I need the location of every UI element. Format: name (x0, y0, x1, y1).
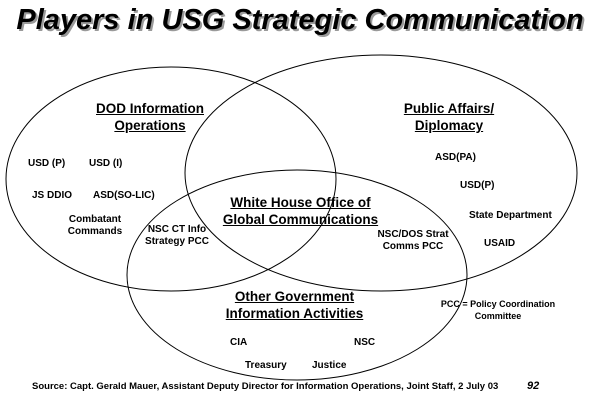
other-member-nsc: NSC (354, 337, 376, 348)
dod-member-combatant-commands: Combatant Commands (67, 214, 123, 237)
dod-member-asd-so-lic: ASD(SO-LIC) (93, 190, 155, 201)
center-overlap: White House Office of Global Communicati… (213, 194, 388, 228)
pa-member-state-department: State Department (469, 210, 552, 221)
source-citation: Source: Capt. Gerald Mauer, Assistant De… (32, 381, 499, 392)
dod-circle (5, 66, 337, 292)
dod-member-usd-i: USD (I) (89, 158, 123, 169)
pcc-footnote: PCC = Policy Coordination Committee (440, 299, 556, 321)
pa-member-usaid: USAID (484, 238, 516, 249)
other-member-cia: CIA (230, 337, 248, 348)
center-overlap-text: White House Office of Global Communicati… (222, 195, 379, 227)
public-affairs-heading-text: Public Affairs/ Diplomacy (403, 101, 495, 133)
other-gov-circle (126, 169, 468, 381)
page-number: 92 (527, 380, 540, 392)
other-gov-heading-text: Other Government Information Activities (225, 289, 364, 321)
other-member-treasury: Treasury (245, 360, 287, 371)
other-member-justice: Justice (312, 360, 347, 371)
dod-member-js-ddio: JS DDIO (32, 190, 73, 201)
public-affairs-heading: Public Affairs/ Diplomacy (398, 100, 500, 134)
dod-other-overlap: NSC CT Info Strategy PCC (145, 224, 209, 247)
title-text: Players in USG Strategic Communication (16, 4, 584, 36)
public-affairs-circle (184, 54, 578, 292)
dod-heading-text: DOD Information Operations (96, 101, 204, 133)
pa-member-asd-pa: ASD(PA) (435, 152, 476, 163)
dod-heading: DOD Information Operations (84, 100, 216, 134)
pa-member-usd-p: USD(P) (460, 180, 495, 191)
other-gov-heading: Other Government Information Activities (212, 288, 377, 322)
page-title: Players in USG Strategic Communication (0, 4, 600, 37)
pa-other-overlap: NSC/DOS Strat Comms PCC (377, 229, 449, 252)
dod-member-usd-p: USD (P) (28, 158, 66, 169)
